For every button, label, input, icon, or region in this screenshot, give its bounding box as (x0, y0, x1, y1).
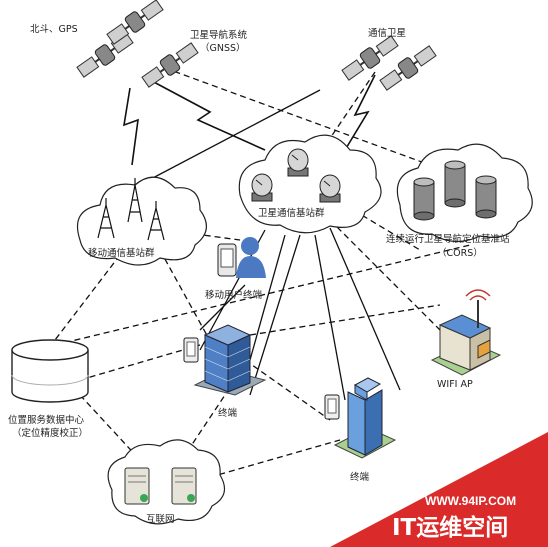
label-beidou-gps: 北斗、GPS (30, 24, 78, 35)
label-data-center: 位置服务数据中心 (8, 414, 85, 426)
link-terminal1-terminal2 (244, 359, 331, 421)
link-internet-terminal2 (199, 439, 341, 481)
wireless-beidou-mobile (122, 87, 139, 166)
wireless-commsat-satbs (344, 74, 376, 151)
mobile-user-icon (217, 237, 266, 278)
satellite-dish-icon (319, 174, 341, 203)
label-gnss-sub: （GNSS） (200, 42, 246, 54)
link-satbs-terminal1b (249, 234, 286, 361)
cell-tower-icon (97, 178, 165, 241)
cloud-satellite-stations (238, 134, 382, 234)
office-building-icon (183, 324, 267, 396)
database-icon (11, 339, 89, 403)
label-cors: 连续运行卫星导航定位基准站 (386, 233, 510, 245)
wireless-gnss-satbs (149, 79, 266, 151)
wifi-building-icon (430, 289, 502, 376)
link-mobilebs-dc (54, 254, 121, 341)
label-internet: 互联网 (146, 514, 175, 525)
label-wifi-ap: WIFI AP (437, 379, 473, 390)
server-icon (124, 467, 150, 505)
label-gnss: 卫星导航系统 (190, 29, 248, 41)
label-terminal-2: 终端 (350, 471, 370, 483)
cors-receiver-icon (444, 160, 466, 208)
link-dc-internet (79, 394, 141, 461)
satellite-icon (106, 0, 164, 45)
satellite-icon (76, 32, 134, 78)
cors-receiver-icon (413, 177, 435, 221)
watermark-url: WWW.94IP.COM (425, 494, 516, 508)
label-comm-satellite: 通信卫星 (368, 27, 406, 39)
watermark-name: IT运维空间 (392, 514, 508, 541)
link-satbs-wifi (329, 219, 441, 331)
link-terminal1-wifi (249, 304, 441, 336)
link-satbs-terminal2b (329, 227, 401, 391)
link-dc-terminal1 (79, 344, 201, 381)
label-terminal-1: 终端 (218, 407, 238, 419)
link-commsat-satbs (294, 71, 376, 191)
satellite-icon (341, 35, 399, 81)
label-mobile-stations: 移动通信基站群 (88, 247, 155, 259)
link-mobilebs-terminal1 (159, 249, 216, 351)
connections (54, 67, 471, 481)
satellite-icon (379, 45, 437, 91)
cors-receiver-icon (475, 175, 497, 219)
link-mobilebs-commsat (129, 89, 321, 191)
satellite-icon (141, 42, 199, 88)
link-phone-terminal1 (199, 284, 246, 331)
link-dc-cors (54, 244, 471, 346)
label-data-center-sub: （定位精度校正） (12, 427, 88, 439)
link-satbs-terminal2 (314, 234, 346, 401)
link-gnss-cors (164, 67, 431, 166)
watermark: WWW.94IP.COM IT运维空间 (330, 432, 548, 547)
link-satbs-terminal1c (249, 234, 301, 396)
skyscraper-icon (324, 377, 397, 459)
label-cors-sub: （CORS） (437, 247, 483, 259)
server-icon (171, 467, 197, 505)
label-mobile-terminal: 移动用户终端 (205, 289, 263, 301)
label-satellite-stations: 卫星通信基站群 (258, 207, 325, 219)
satellite-dish-icon (251, 173, 273, 202)
satellite-dish-icon (287, 148, 309, 177)
